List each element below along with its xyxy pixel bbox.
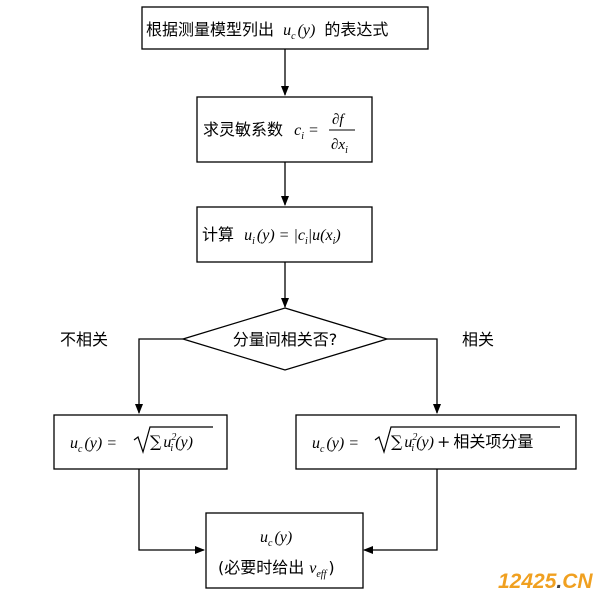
right-result-box xyxy=(295,414,577,470)
right-sqrt-sign xyxy=(374,426,560,455)
right-extra: 相关项分量 xyxy=(453,432,533,451)
step2-frac-num: ∂f xyxy=(332,112,345,128)
left-result-box xyxy=(53,414,228,470)
left-sigma: ∑ xyxy=(150,432,162,451)
step3-formula-mid-sub: i xyxy=(305,236,308,247)
final-note-v-sub: eff xyxy=(316,569,327,580)
right-term-sub: i xyxy=(411,443,414,454)
step1-label: 根据测量模型列出 xyxy=(146,20,274,39)
step2-lhs-sub: i xyxy=(301,131,304,142)
left-lhs-sub: c xyxy=(78,444,83,455)
right-result-formula: uc(y) = xyxy=(312,435,359,455)
watermark-main: 12425 xyxy=(498,570,557,593)
left-term-sub: i xyxy=(170,443,173,454)
step3-formula-tail-sub: i xyxy=(333,236,336,247)
step1-box xyxy=(141,6,429,50)
final-note-open: (必要时给出 xyxy=(218,558,304,577)
left-lhs-arg: (y) = xyxy=(84,435,117,452)
step1-formula-sub: c xyxy=(291,31,296,42)
watermark-cn: CN xyxy=(562,570,593,593)
step1-formula: u xyxy=(283,22,291,39)
branch-left-line xyxy=(135,338,183,414)
final-note: (必要时给出 veff) xyxy=(218,558,335,580)
step2-frac-den-main: ∂x xyxy=(331,137,345,153)
step2-lhs: c xyxy=(294,122,301,139)
step2-eq: = xyxy=(308,122,319,139)
watermark: 12425.CN xyxy=(498,570,593,593)
final-box xyxy=(205,512,364,589)
right-lhs-arg: (y) = xyxy=(326,435,359,452)
step3-text: 计算 ui(y) = |ci|u(xi) xyxy=(202,225,341,247)
step3-formula-tail: |u(x xyxy=(308,227,333,244)
step2-frac-den-sub: i xyxy=(345,145,348,156)
step1-suffix: 的表达式 xyxy=(324,20,388,39)
right-lhs: u xyxy=(312,435,320,452)
step3-box xyxy=(196,206,373,263)
step1-formula-arg: (y) xyxy=(298,22,316,39)
right-term-arg: (y) xyxy=(416,434,434,451)
branch-right-line xyxy=(387,338,441,414)
right-sigma: ∑ xyxy=(391,432,403,451)
step3-label: 计算 xyxy=(202,225,234,244)
connector-left-final xyxy=(138,469,205,554)
step3-formula-sub: i xyxy=(252,236,255,247)
right-term: u xyxy=(404,434,412,451)
step3-formula: u xyxy=(244,227,252,244)
left-term-sup: 2 xyxy=(171,432,176,443)
final-note-close: ) xyxy=(328,558,334,577)
final-formula: uc(y) xyxy=(260,529,292,549)
final-note-v: v xyxy=(309,560,317,577)
right-term-sup: 2 xyxy=(412,432,417,443)
final-u-sub: c xyxy=(268,538,273,549)
step2-label: 求灵敏系数 xyxy=(203,120,283,139)
branch-left-label: 不相关 xyxy=(60,330,108,349)
decision-text: 分量间相关否? xyxy=(233,330,338,349)
right-plus: + xyxy=(437,432,450,451)
step2-frac-den: ∂xi xyxy=(331,137,348,156)
left-sqrt-sign xyxy=(133,426,213,455)
step3-formula-end: ) xyxy=(334,227,340,244)
step1-text: 根据测量模型列出 uc(y) 的表达式 xyxy=(146,20,388,42)
step3-formula-mid: (y) = |c xyxy=(257,227,305,244)
right-lhs-sub: c xyxy=(320,444,325,455)
final-u: u xyxy=(260,529,268,546)
watermark-dot: . xyxy=(556,570,562,593)
decision-diamond xyxy=(180,307,390,371)
left-term: u xyxy=(163,434,171,451)
final-u-arg: (y) xyxy=(274,529,292,546)
left-lhs: u xyxy=(70,435,78,452)
left-term-arg: (y) xyxy=(175,434,193,451)
step2-text: 求灵敏系数 ci = xyxy=(203,120,319,142)
connector-right-final xyxy=(363,469,438,554)
left-result-formula: uc(y) = xyxy=(70,435,117,455)
branch-right-label: 相关 xyxy=(462,330,494,349)
